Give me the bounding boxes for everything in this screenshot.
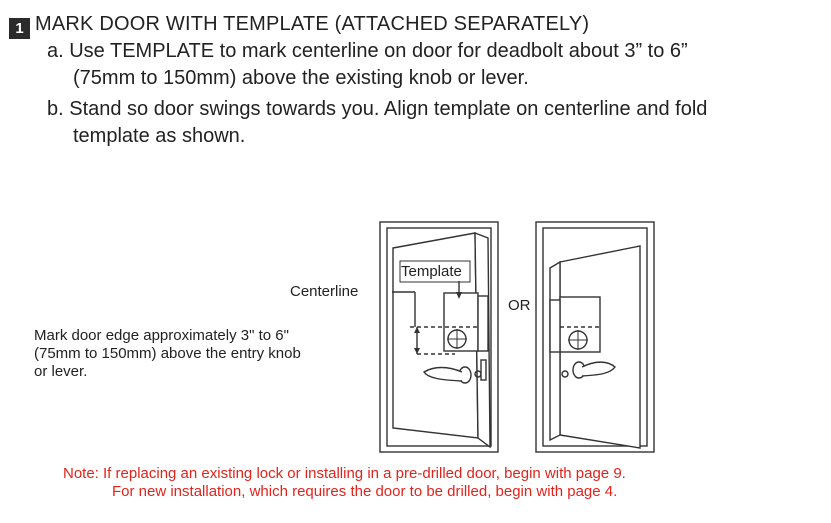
or-label: OR xyxy=(508,297,531,314)
instruction-b-line-1: b. Stand so door swings towards you. Ali… xyxy=(47,98,708,120)
template-label: Template xyxy=(401,263,462,280)
left-door-illustration xyxy=(379,221,499,453)
instruction-a-line-1: a. Use TEMPLATE to mark centerline on do… xyxy=(47,40,688,62)
left-strike-plate xyxy=(480,359,487,381)
right-template-face xyxy=(559,296,601,353)
instruction-b-line-2: template as shown. xyxy=(73,125,246,147)
right-door-illustration xyxy=(535,221,655,453)
right-latch xyxy=(561,370,569,378)
instruction-a-line-2: (75mm to 150mm) above the existing knob … xyxy=(73,67,529,89)
left-door-frame-inner xyxy=(386,227,492,447)
mark-instruction-line-3: or lever. xyxy=(34,363,88,380)
step-number-badge: 1 xyxy=(9,18,30,39)
mark-instruction-line-1: Mark door edge approximately 3" to 6" xyxy=(34,327,289,344)
right-door-frame-inner xyxy=(542,227,648,447)
left-template-edge xyxy=(477,295,489,352)
right-template-edge xyxy=(549,299,561,353)
mark-instruction-line-2: (75mm to 150mm) above the entry knob xyxy=(34,345,301,362)
note-line-1: Note: If replacing an existing lock or i… xyxy=(63,465,626,482)
right-door-frame xyxy=(535,221,655,453)
step-title: MARK DOOR WITH TEMPLATE (ATTACHED SEPARA… xyxy=(35,13,590,35)
template-label-box xyxy=(399,260,471,283)
left-door-frame xyxy=(379,221,499,453)
left-lever-handle xyxy=(423,366,463,382)
right-lever-handle xyxy=(581,361,616,377)
centerline-label: Centerline xyxy=(290,283,359,300)
note-line-2: For new installation, which requires the… xyxy=(112,483,618,500)
